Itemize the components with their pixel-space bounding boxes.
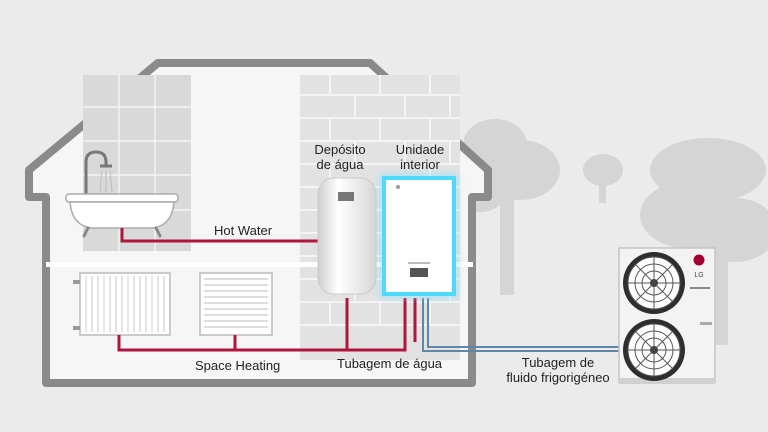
shower-head-icon	[84, 150, 113, 196]
water-piping-label: Tubagem de água	[337, 356, 443, 371]
indoor-unit	[382, 176, 456, 296]
water-tank	[317, 177, 377, 295]
fan-icon	[623, 319, 685, 381]
hot-water-label: Hot Water	[214, 223, 273, 238]
fan-icon	[623, 252, 685, 314]
space-heating-label: Space Heating	[195, 358, 281, 373]
water-pipes	[117, 228, 417, 352]
lg-logo: LG	[693, 254, 705, 279]
svg-text:LG: LG	[694, 272, 703, 279]
bathtub-icon	[65, 193, 179, 238]
refrigerant-pipes	[422, 298, 622, 352]
tree-icon	[452, 119, 768, 345]
outdoor-unit: LG	[618, 247, 716, 384]
underfloor-heating-icon	[199, 272, 273, 336]
radiator-icon	[73, 272, 171, 336]
